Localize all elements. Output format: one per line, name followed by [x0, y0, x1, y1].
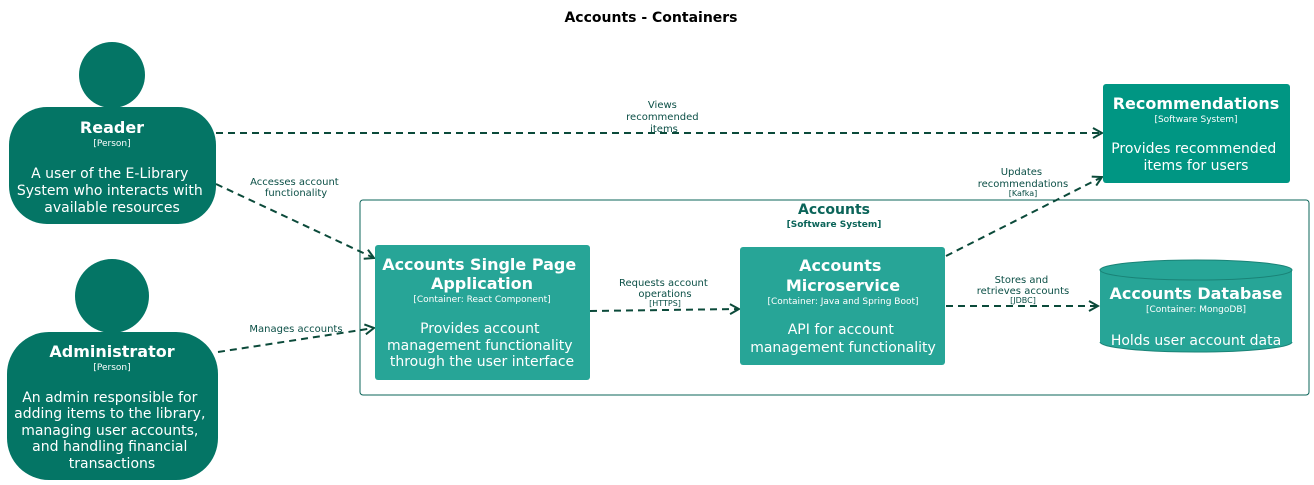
description-line: items for users: [1144, 158, 1249, 174]
name-line: Accounts: [799, 256, 881, 275]
container-accounts-spa[interactable]: Accounts Single Page Application [Contai…: [375, 245, 590, 380]
person-head-icon: [79, 42, 145, 108]
rel-line: [217, 328, 374, 353]
boundary-type: [Software System]: [787, 220, 882, 230]
person-body: [7, 332, 218, 480]
rel-label-line: items: [650, 124, 678, 135]
description-line: management functionality: [750, 340, 936, 356]
description-line: An admin responsible for: [22, 390, 197, 406]
name-line: Microservice: [786, 276, 900, 295]
rel-label-line: recommendations: [978, 179, 1068, 190]
name-line: Accounts Single Page: [382, 255, 576, 274]
container-box: [375, 245, 590, 380]
description-line: management functionality: [387, 338, 573, 354]
rel-label-line: retrieves accounts: [977, 286, 1070, 297]
accounts-boundary: Accounts [Software System]: [359, 199, 1310, 396]
person-body: [9, 107, 216, 224]
container-name: Accounts Microservice: [786, 256, 900, 295]
rel-technology: [HTTPS]: [649, 299, 681, 308]
rel-label-line: Updates: [1001, 167, 1042, 178]
person-description: A user of the E-Library System who inter…: [17, 166, 207, 216]
rel-label-line: Manages accounts: [249, 324, 342, 335]
description-line: managing user accounts,: [21, 423, 198, 439]
rel-label: Updates recommendations: [978, 167, 1068, 190]
rel-reader-to-spa[interactable]: Accesses account functionality: [215, 177, 374, 258]
rel-spa-to-microservice[interactable]: Requests account operations [HTTPS]: [589, 278, 739, 311]
person-type: [Person]: [93, 363, 130, 373]
person-description: An admin responsible for adding items to…: [14, 390, 210, 472]
description-line: A user of the E-Library: [31, 166, 188, 182]
container-accounts-microservice[interactable]: Accounts Microservice [Container: Java a…: [740, 247, 945, 365]
description-line: transactions: [69, 456, 155, 472]
rel-label: Views recommended items: [626, 100, 702, 135]
description-line: and handling financial: [32, 439, 187, 455]
database-cylinder-top: [1099, 259, 1293, 281]
container-type: [Container: MongoDB]: [1146, 305, 1246, 315]
container-description: API for account management functionality: [750, 322, 936, 356]
rel-label: Manages accounts: [249, 324, 342, 335]
description-line: available resources: [44, 200, 180, 216]
rel-label-line: recommended: [626, 112, 698, 123]
container-accounts-database[interactable]: Accounts Database [Container: MongoDB] H…: [1099, 259, 1293, 353]
software-system-recommendations[interactable]: Recommendations [Software System] Provid…: [1103, 84, 1290, 183]
system-description: Provides recommended items for users: [1111, 141, 1281, 174]
rel-line: [215, 183, 374, 258]
person-administrator[interactable]: Administrator [Person] An admin responsi…: [7, 259, 218, 480]
boundary-frame: [359, 199, 1310, 396]
rel-label: Stores and retrieves accounts: [977, 275, 1070, 297]
rel-label-line: Views: [648, 100, 677, 111]
description-line: API for account: [788, 322, 895, 338]
description-line: Provides recommended: [1111, 141, 1276, 157]
description-line: System who interacts with: [17, 183, 203, 199]
person-name: Reader: [80, 118, 144, 137]
rel-line: [589, 309, 739, 311]
rel-technology: [JDBC]: [1010, 296, 1036, 305]
rel-label-line: Requests account: [619, 278, 708, 289]
description-line: Provides account: [420, 321, 540, 337]
rel-label: Accesses account functionality: [250, 177, 342, 199]
rel-microservice-to-recommendations[interactable]: Updates recommendations [Kafka]: [945, 167, 1102, 257]
container-description: Holds user account data: [1111, 333, 1281, 349]
rel-reader-to-recommendations[interactable]: Views recommended items: [216, 100, 1102, 135]
person-reader[interactable]: Reader [Person] A user of the E-Library …: [9, 42, 216, 224]
database-cylinder-bottom: [1099, 341, 1293, 353]
container-name: Accounts Single Page Application: [382, 255, 582, 293]
name-line: Application: [431, 274, 533, 293]
person-type: [Person]: [93, 139, 130, 149]
system-name: Recommendations: [1113, 94, 1280, 113]
rel-label-line: Accesses account: [250, 177, 339, 188]
description-line: through the user interface: [390, 354, 574, 370]
diagram-title: Accounts - Containers: [564, 10, 737, 26]
system-box: [1103, 84, 1290, 183]
database-cylinder-body: [1100, 270, 1292, 352]
rel-microservice-to-database[interactable]: Stores and retrieves accounts [JDBC]: [946, 275, 1098, 306]
container-description: Provides account management functionalit…: [387, 321, 577, 370]
rel-admin-to-spa[interactable]: Manages accounts: [217, 324, 374, 353]
description-line: adding items to the library,: [14, 406, 205, 422]
rel-label: Requests account operations: [619, 278, 711, 300]
container-type: [Container: Java and Spring Boot]: [767, 297, 918, 307]
container-name: Accounts Database: [1109, 284, 1282, 303]
rel-label-line: Stores and: [995, 275, 1049, 286]
person-name: Administrator: [49, 342, 174, 361]
boundary-name: Accounts: [798, 202, 870, 218]
rel-label-line: operations: [638, 289, 691, 300]
rel-line: [945, 177, 1102, 257]
rel-label-line: functionality: [265, 188, 327, 199]
person-head-icon: [75, 259, 149, 333]
container-box: [740, 247, 945, 365]
rel-technology: [Kafka]: [1009, 189, 1037, 198]
system-type: [Software System]: [1154, 115, 1237, 125]
container-type: [Container: React Component]: [413, 295, 550, 305]
